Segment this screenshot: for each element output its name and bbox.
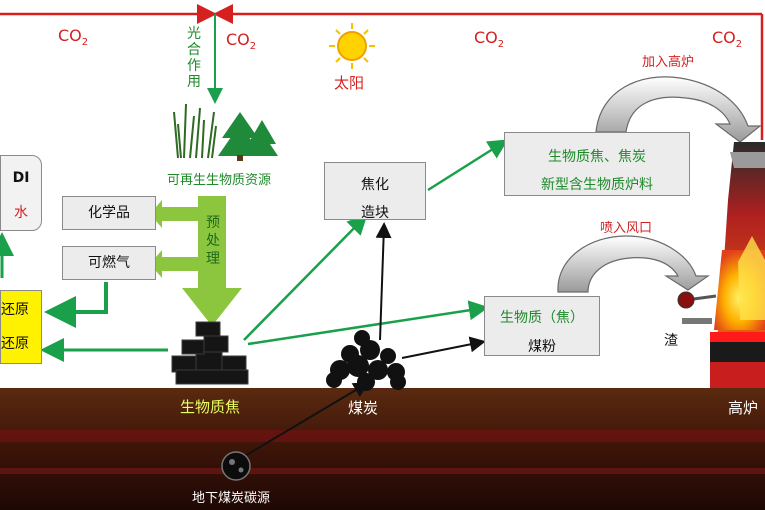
- coal-label: 煤炭: [348, 399, 379, 417]
- co2-label-2: CO2: [226, 30, 257, 53]
- slag-label: 渣: [664, 333, 678, 349]
- coking-agglomeration-box: 焦化 造块: [324, 162, 426, 221]
- grass-icon: [173, 103, 217, 159]
- reduction-box: 还原 还原: [0, 290, 42, 364]
- co2-label-3: CO2: [474, 28, 505, 51]
- co2-label-4: CO2: [712, 28, 743, 51]
- ground-strip: [0, 468, 765, 474]
- blast-furnace-icon: [677, 142, 765, 388]
- ground-strip: [0, 430, 765, 442]
- sun-label: 太阳: [334, 74, 365, 92]
- left-partial-box: DI 水: [0, 155, 42, 231]
- inject-tuyere-label: 喷入风口: [600, 221, 653, 236]
- underground-to-coal-arrow: [237, 381, 370, 461]
- add-furnace-label: 加入高炉: [642, 55, 695, 70]
- pretreat-arrow: [182, 196, 242, 326]
- biomass-powder-box: 生物质（焦） 煤粉: [484, 296, 600, 356]
- combustible-gas-box: 可燃气: [62, 246, 156, 280]
- pretreat-label: 预处理: [206, 215, 220, 267]
- coal-pile-icon: [326, 330, 406, 391]
- coke-to-coking-arrow: [243, 214, 368, 341]
- inject-tuyere-curve: [557, 235, 710, 293]
- photosynthesis-label: 光合作用: [187, 26, 201, 90]
- tree-icon: [218, 112, 278, 161]
- underground-coal-label: 地下煤炭碳源: [192, 491, 271, 506]
- coal-to-coking-arrow: [375, 222, 392, 341]
- sun-icon: [329, 23, 375, 69]
- co2-label-1: CO2: [58, 26, 89, 49]
- renewable-biomass-label: 可再生生物质资源: [167, 173, 272, 188]
- coke-pile-icon: [171, 321, 249, 385]
- coking-to-charge-arrow: [427, 139, 509, 192]
- biomass-charge-box: 生物质焦、焦炭 新型含生物质炉料: [504, 132, 690, 196]
- ground: [0, 388, 765, 510]
- chemicals-box: 化学品: [62, 196, 156, 230]
- branch-arrows: [150, 200, 200, 278]
- gas-to-reduction-arrow: [44, 282, 108, 328]
- add-furnace-curve: [595, 76, 762, 143]
- coal-to-powder-arrow: [401, 336, 486, 359]
- biomass-coke-label: 生物质焦: [180, 398, 241, 416]
- coke-to-powder-arrow: [247, 300, 489, 346]
- blast-furnace-label: 高炉: [728, 399, 759, 417]
- coal-seam-icon: [221, 451, 251, 481]
